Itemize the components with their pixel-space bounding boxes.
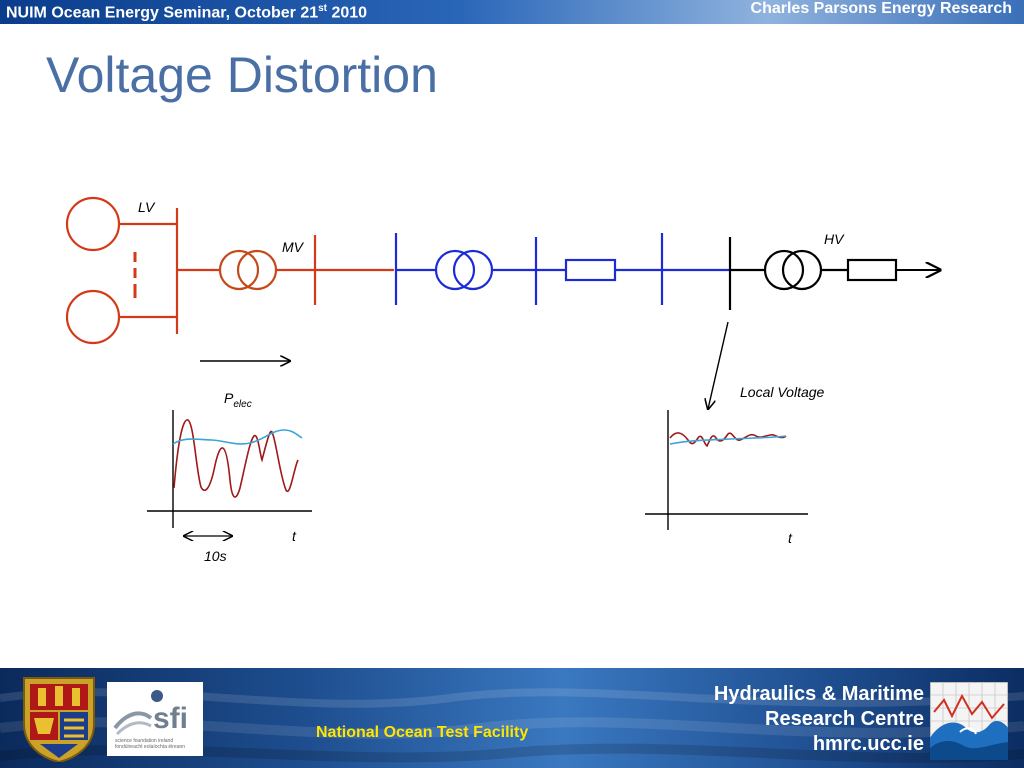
hmrc-line-2: Research Centre: [765, 708, 924, 730]
footer-banner: sfi science foundation ireland fondúirea…: [0, 668, 1024, 768]
voltage-red-trace: [669, 432, 787, 448]
generator-bottom: [65, 289, 177, 345]
pelec-plot: Pelec t 10s: [147, 390, 312, 564]
transformer-lv-mv: [218, 249, 278, 291]
facility-name: National Ocean Test Facility: [316, 724, 529, 741]
pelec-red-trace: [173, 419, 299, 498]
transformer-mv-hv: [763, 249, 823, 291]
hmrc-website: hmrc.ucc.ie: [812, 733, 924, 755]
header-bar: NUIM Ocean Energy Seminar, October 21st …: [0, 0, 1024, 24]
generator-top: [65, 196, 177, 252]
mv-label: MV: [282, 239, 305, 255]
voltage-blue-trace: [669, 435, 787, 445]
sfi-logo: sfi science foundation ireland fondúirea…: [107, 682, 203, 756]
seminar-title: NUIM Ocean Energy Seminar, October 21st …: [6, 3, 368, 22]
pelec-t-label: t: [292, 528, 297, 544]
slide-title: Voltage Distortion: [46, 47, 438, 103]
hv-label: HV: [824, 231, 845, 247]
sfi-subtitle: science foundation ireland fondúireacht …: [115, 738, 185, 750]
pelec-label: Pelec: [224, 390, 252, 410]
university-crest-logo: [23, 677, 95, 762]
sfi-wordmark: sfi: [153, 702, 189, 735]
local-voltage-plot: t: [645, 410, 808, 546]
mv-impedance: [564, 258, 617, 282]
hmrc-name: Hydraulics & Maritime Research Centre hm…: [714, 682, 924, 757]
hv-impedance: [846, 258, 898, 282]
research-group-name: Charles Parsons Energy Research: [750, 0, 1012, 17]
power-system-diagram: LV MV HV Local Voltage Pelec t: [65, 196, 1024, 564]
voltage-measurement-arrow: [708, 321, 729, 409]
transformer-mv-mv: [434, 249, 494, 291]
hmrc-wave-logo: [930, 682, 1008, 760]
sfi-swoosh-icon: [113, 690, 163, 736]
lv-label: LV: [138, 199, 156, 215]
hmrc-line-1: Hydraulics & Maritime: [713, 683, 924, 705]
pelec-blue-trace: [172, 429, 303, 445]
local-voltage-label: Local Voltage: [740, 384, 825, 400]
sfi-subtitle-irish: fondúireacht eolaíochta éireann: [115, 744, 186, 750]
period-label: 10s: [204, 548, 227, 564]
sfi-subtitle-english: science foundation ireland: [115, 738, 174, 744]
voltage-t-label: t: [788, 530, 793, 546]
